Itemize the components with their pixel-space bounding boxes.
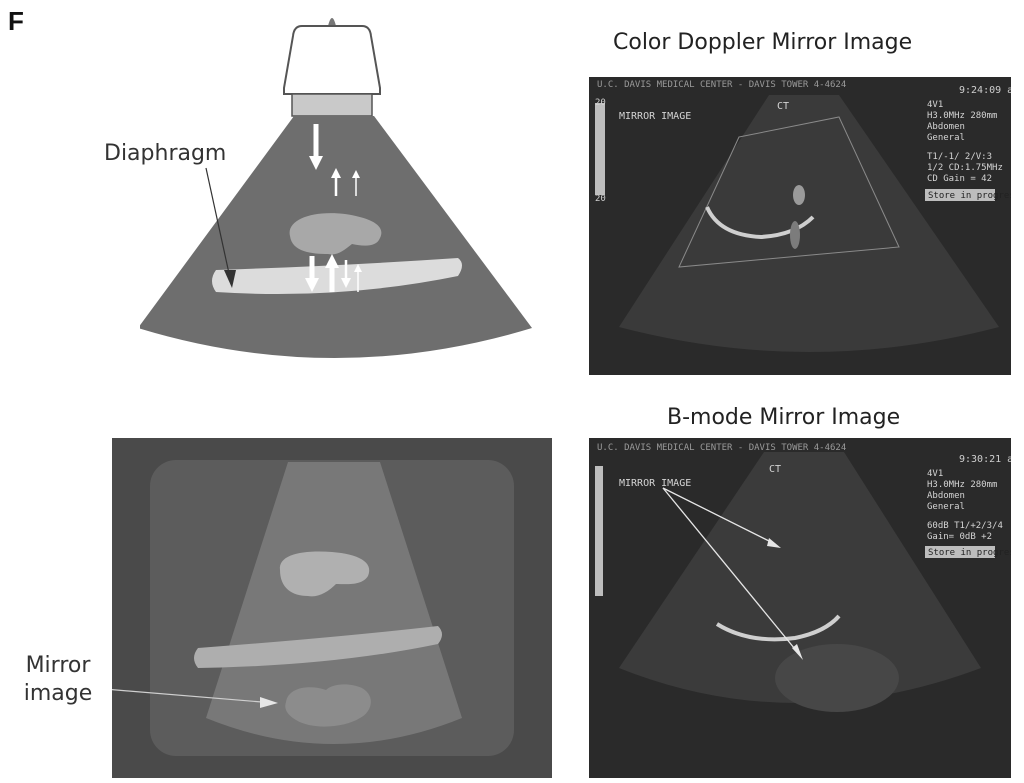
doppler-header: U.C. DAVIS MEDICAL CENTER - DAVIS TOWER … [597,80,846,90]
bmode-side-line: Abdomen [927,491,965,501]
transducer-face [292,94,372,116]
doppler-image: U.C. DAVIS MEDICAL CENTER - DAVIS TOWER … [589,77,1011,375]
bmode-side-line: H3.0MHz 280mm [927,480,997,490]
bmode-image: U.C. DAVIS MEDICAL CENTER - DAVIS TOWER … [589,438,1011,778]
diaphragm-label: Diaphragm [104,140,226,168]
doppler-status: Store in progress [928,191,1011,201]
bmode-mirror-region [775,644,899,712]
doppler-scale-top: 20 [595,98,606,108]
vessel-flow [793,185,805,205]
bmode-marker: CT [769,464,781,475]
doppler-side-line: Abdomen [927,122,965,132]
bmode-time: 9:30:21 am [959,454,1011,465]
bmode-title: B-mode Mirror Image [667,405,900,430]
transducer-body [284,26,380,94]
bmode-side-line: General [927,502,965,512]
bmode-side-line: Gain= 0dB +2 [927,532,992,542]
doppler-side-line: CD Gain = 42 [927,174,992,184]
mirror-label-line2: image [24,681,93,706]
doppler-scale-bottom: 20 [595,194,606,204]
gray-scale-bar [595,466,603,596]
bmode-status: Store in progress [928,548,1011,558]
doppler-marker: CT [777,101,789,112]
panel-label: F [8,6,24,37]
mirror-image-label: Mirror image [20,652,96,708]
mirror-label-line1: Mirror [26,653,91,678]
bmode-overlay-label: MIRROR IMAGE [619,478,691,489]
doppler-side-line: T1/-1/ 2/V:3 [927,152,992,162]
doppler-overlay-label: MIRROR IMAGE [619,111,691,122]
bmode-side-line: 60dB T1/+2/3/4 [927,521,1003,531]
transducer-tip [328,18,336,26]
doppler-side-line: 4V1 [927,100,943,110]
transducer-diagram [140,8,540,358]
doppler-side-line: General [927,133,965,143]
mirror-image-diagram [112,438,552,778]
bmode-side-line: 4V1 [927,469,943,479]
bmode-header: U.C. DAVIS MEDICAL CENTER - DAVIS TOWER … [597,443,846,453]
doppler-side-line: 1/2 CD:1.75MHz [927,163,1003,173]
vessel-flow-mirror [790,221,800,249]
doppler-side-line: H3.0MHz 280mm [927,111,997,121]
doppler-title: Color Doppler Mirror Image [613,30,912,55]
color-scale-bar [595,103,605,195]
doppler-time: 9:24:09 am [959,85,1011,96]
